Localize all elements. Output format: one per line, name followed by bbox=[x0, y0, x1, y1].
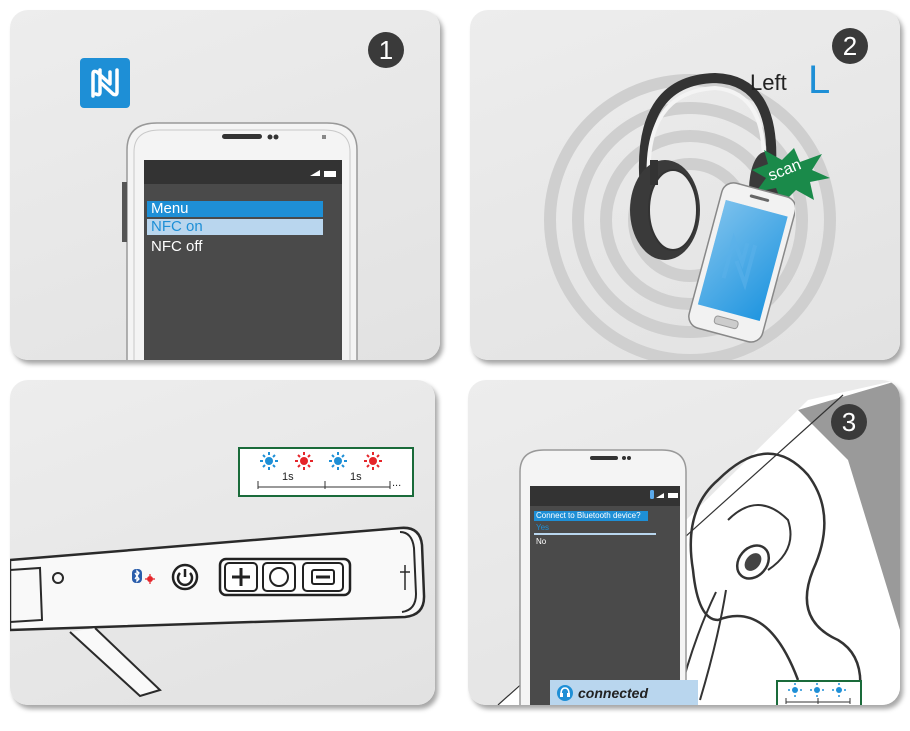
bluetooth-icon bbox=[132, 568, 146, 584]
interval-label-1: 1s bbox=[282, 471, 294, 483]
connected-status: connected bbox=[578, 685, 648, 701]
led-red-icon bbox=[145, 571, 155, 581]
volume-up-button[interactable] bbox=[224, 562, 258, 592]
led-blink-box bbox=[776, 680, 862, 705]
interval-label-2: 1s bbox=[350, 471, 362, 483]
option-no[interactable]: No bbox=[534, 537, 656, 547]
headset-connected-icon bbox=[556, 684, 574, 702]
led-timing-box: 1s 1s ... bbox=[238, 447, 414, 497]
menu-item-nfc-on[interactable]: NFC on bbox=[147, 219, 323, 235]
continues-label: ... bbox=[392, 477, 401, 489]
panel-step-1: 1 Menu NFC on NFC off bbox=[10, 10, 440, 360]
connect-prompt: Connect to Bluetooth device? bbox=[534, 511, 648, 521]
phone-illustration-2 bbox=[518, 448, 688, 705]
side-label: Left bbox=[750, 70, 787, 96]
menu-item-menu[interactable]: Menu bbox=[147, 201, 323, 217]
option-yes[interactable]: Yes bbox=[534, 523, 656, 535]
menu-item-nfc-off[interactable]: NFC off bbox=[147, 239, 323, 255]
side-letter: L bbox=[808, 58, 830, 103]
panel-step-2: Left L 2 scan bbox=[470, 10, 900, 360]
volume-down-button[interactable] bbox=[302, 562, 344, 592]
multifunction-button[interactable] bbox=[262, 562, 296, 592]
panel-step-power: 1s 1s ... bbox=[10, 380, 435, 705]
nfc-logo-icon bbox=[80, 58, 130, 108]
step-number-3: 3 bbox=[831, 404, 867, 440]
power-button[interactable] bbox=[170, 562, 200, 592]
panel-step-3: 3 Connect to Bluetooth device? Yes No co… bbox=[468, 380, 900, 705]
step-number-1: 1 bbox=[368, 32, 404, 68]
remote-control-illustration bbox=[10, 520, 435, 700]
step-number-2: 2 bbox=[832, 28, 868, 64]
nfc-phone-illustration bbox=[685, 182, 795, 352]
